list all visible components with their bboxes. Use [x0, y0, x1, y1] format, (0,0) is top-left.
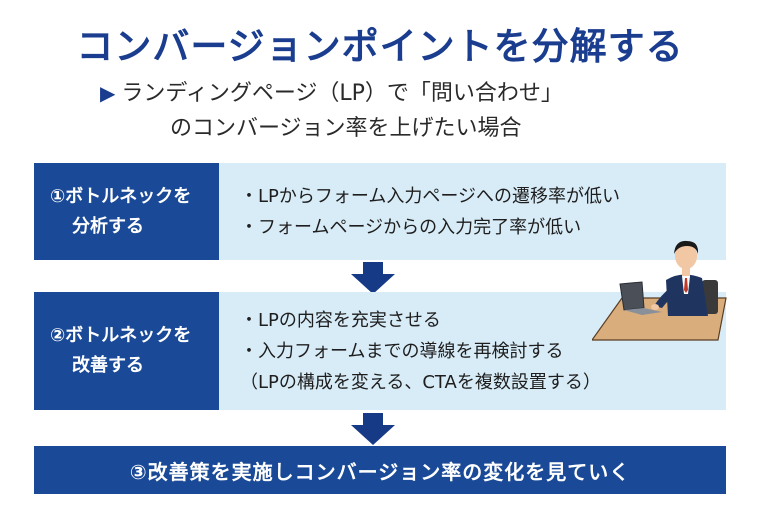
step-improve-label-line2: 改善する — [72, 355, 144, 376]
arrow-down-icon — [351, 413, 395, 445]
arrow-down-icon — [351, 262, 395, 294]
subtitle-line2: のコンバージョン率を上げたい場合 — [170, 116, 522, 141]
businessman-at-laptop-illustration — [592, 240, 727, 341]
step-analyze: ①ボトルネックを 分析する ・LPからフォーム入力ページへの遷移率が低い ・フォ… — [34, 163, 726, 260]
list-item: （LPの構成を変える、CTAを複数設置する） — [240, 371, 601, 393]
list-item: ・入力フォームまでの導線を再検討する — [240, 340, 564, 362]
step-improve-items: ・LPの内容を充実させる ・入力フォームまでの導線を再検討する （LPの構成を変… — [240, 292, 726, 410]
list-item: ・LPからフォーム入力ページへの遷移率が低い — [240, 185, 620, 207]
list-item: ・LPの内容を充実させる — [240, 309, 441, 331]
step-analyze-label-line1: ①ボトルネックを — [50, 185, 192, 207]
step-analyze-label: ①ボトルネックを 分析する — [34, 163, 219, 260]
final-step-banner: ③改善策を実施しコンバージョン率の変化を見ていく — [34, 446, 726, 494]
page-title: コンバージョンポイントを分解する — [76, 25, 684, 68]
step-improve-label: ②ボトルネックを 改善する — [34, 292, 219, 410]
step-analyze-label-line2: 分析する — [72, 215, 144, 237]
step-improve-label-line1: ②ボトルネックを — [50, 325, 192, 346]
step-analyze-items: ・LPからフォーム入力ページへの遷移率が低い ・フォームページからの入力完了率が… — [240, 163, 726, 260]
subtitle: ▶ランディングページ（LP）で「問い合わせ」 のコンバージョン率を上げたい場合 — [100, 76, 720, 146]
subtitle-line1: ランディングページ（LP）で「問い合わせ」 — [121, 81, 563, 106]
list-item: ・フォームページからの入力完了率が低い — [240, 216, 582, 238]
play-triangle-icon: ▶ — [100, 81, 116, 105]
step-improve: ②ボトルネックを 改善する ・LPの内容を充実させる ・入力フォームまでの導線を… — [34, 292, 726, 410]
